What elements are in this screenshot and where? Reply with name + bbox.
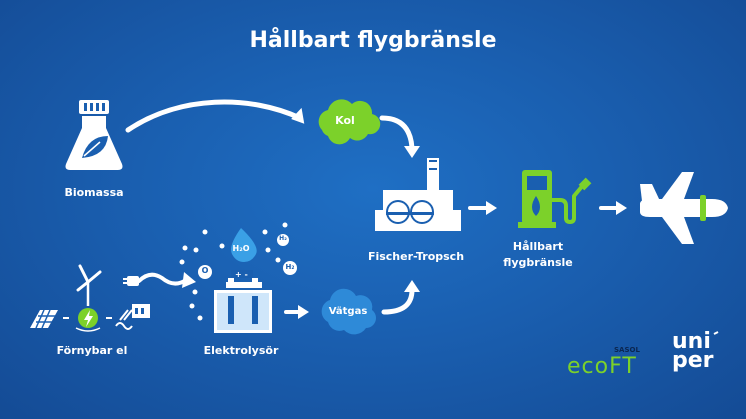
label-vatgas: Vätgas (326, 306, 370, 317)
chem-o: O (199, 266, 211, 275)
uniper-logo: uni per (672, 332, 714, 370)
fuel-pump-icon (518, 170, 591, 228)
solar-panel-icon (30, 310, 58, 328)
arrowhead-electrolyzer-to-vatgas (298, 305, 309, 319)
flask-icon (66, 100, 123, 170)
label-elektrolysor: Elektrolysör (196, 344, 286, 357)
water-turbine-icon (116, 304, 150, 329)
arrow-kol-to-factory (382, 118, 412, 148)
label-hallbart-line1: Hållbart (508, 240, 568, 253)
label-hallbart-line2: flygbränsle (498, 256, 578, 269)
plug-icon (123, 272, 196, 288)
power-icon (76, 308, 100, 331)
airplane-icon (640, 172, 728, 244)
factory-icon (375, 158, 461, 231)
wind-turbine-icon (78, 266, 100, 306)
arrowhead-kol-to-factory (404, 146, 420, 158)
chem-h2o: H₂O (230, 244, 252, 253)
label-kol: Kol (330, 114, 360, 127)
arrowhead-factory-to-pump (486, 201, 497, 215)
uniper-logo-line2: per (672, 351, 714, 370)
label-fischer-tropsch: Fischer-Tropsch (366, 250, 466, 263)
chem-h2-a: H₂ (277, 235, 289, 242)
arrowhead-pump-to-plane (616, 201, 627, 215)
chem-h2-b: H₂ (283, 263, 297, 271)
svg-text:+ -: + - (235, 270, 248, 279)
arrow-biomass-to-kol (128, 102, 300, 130)
arrow-vatgas-to-factory (384, 290, 412, 312)
sasol-logo: SASOL (614, 346, 640, 354)
electrolyzer-icon: + - (214, 270, 272, 333)
arrowhead-vatgas-to-factory (404, 280, 420, 292)
ecoft-logo: ecoFT (567, 354, 637, 379)
label-biomassa: Biomassa (64, 186, 124, 199)
uniper-mark (714, 332, 718, 334)
label-fornybar-el: Förnybar el (52, 344, 132, 357)
